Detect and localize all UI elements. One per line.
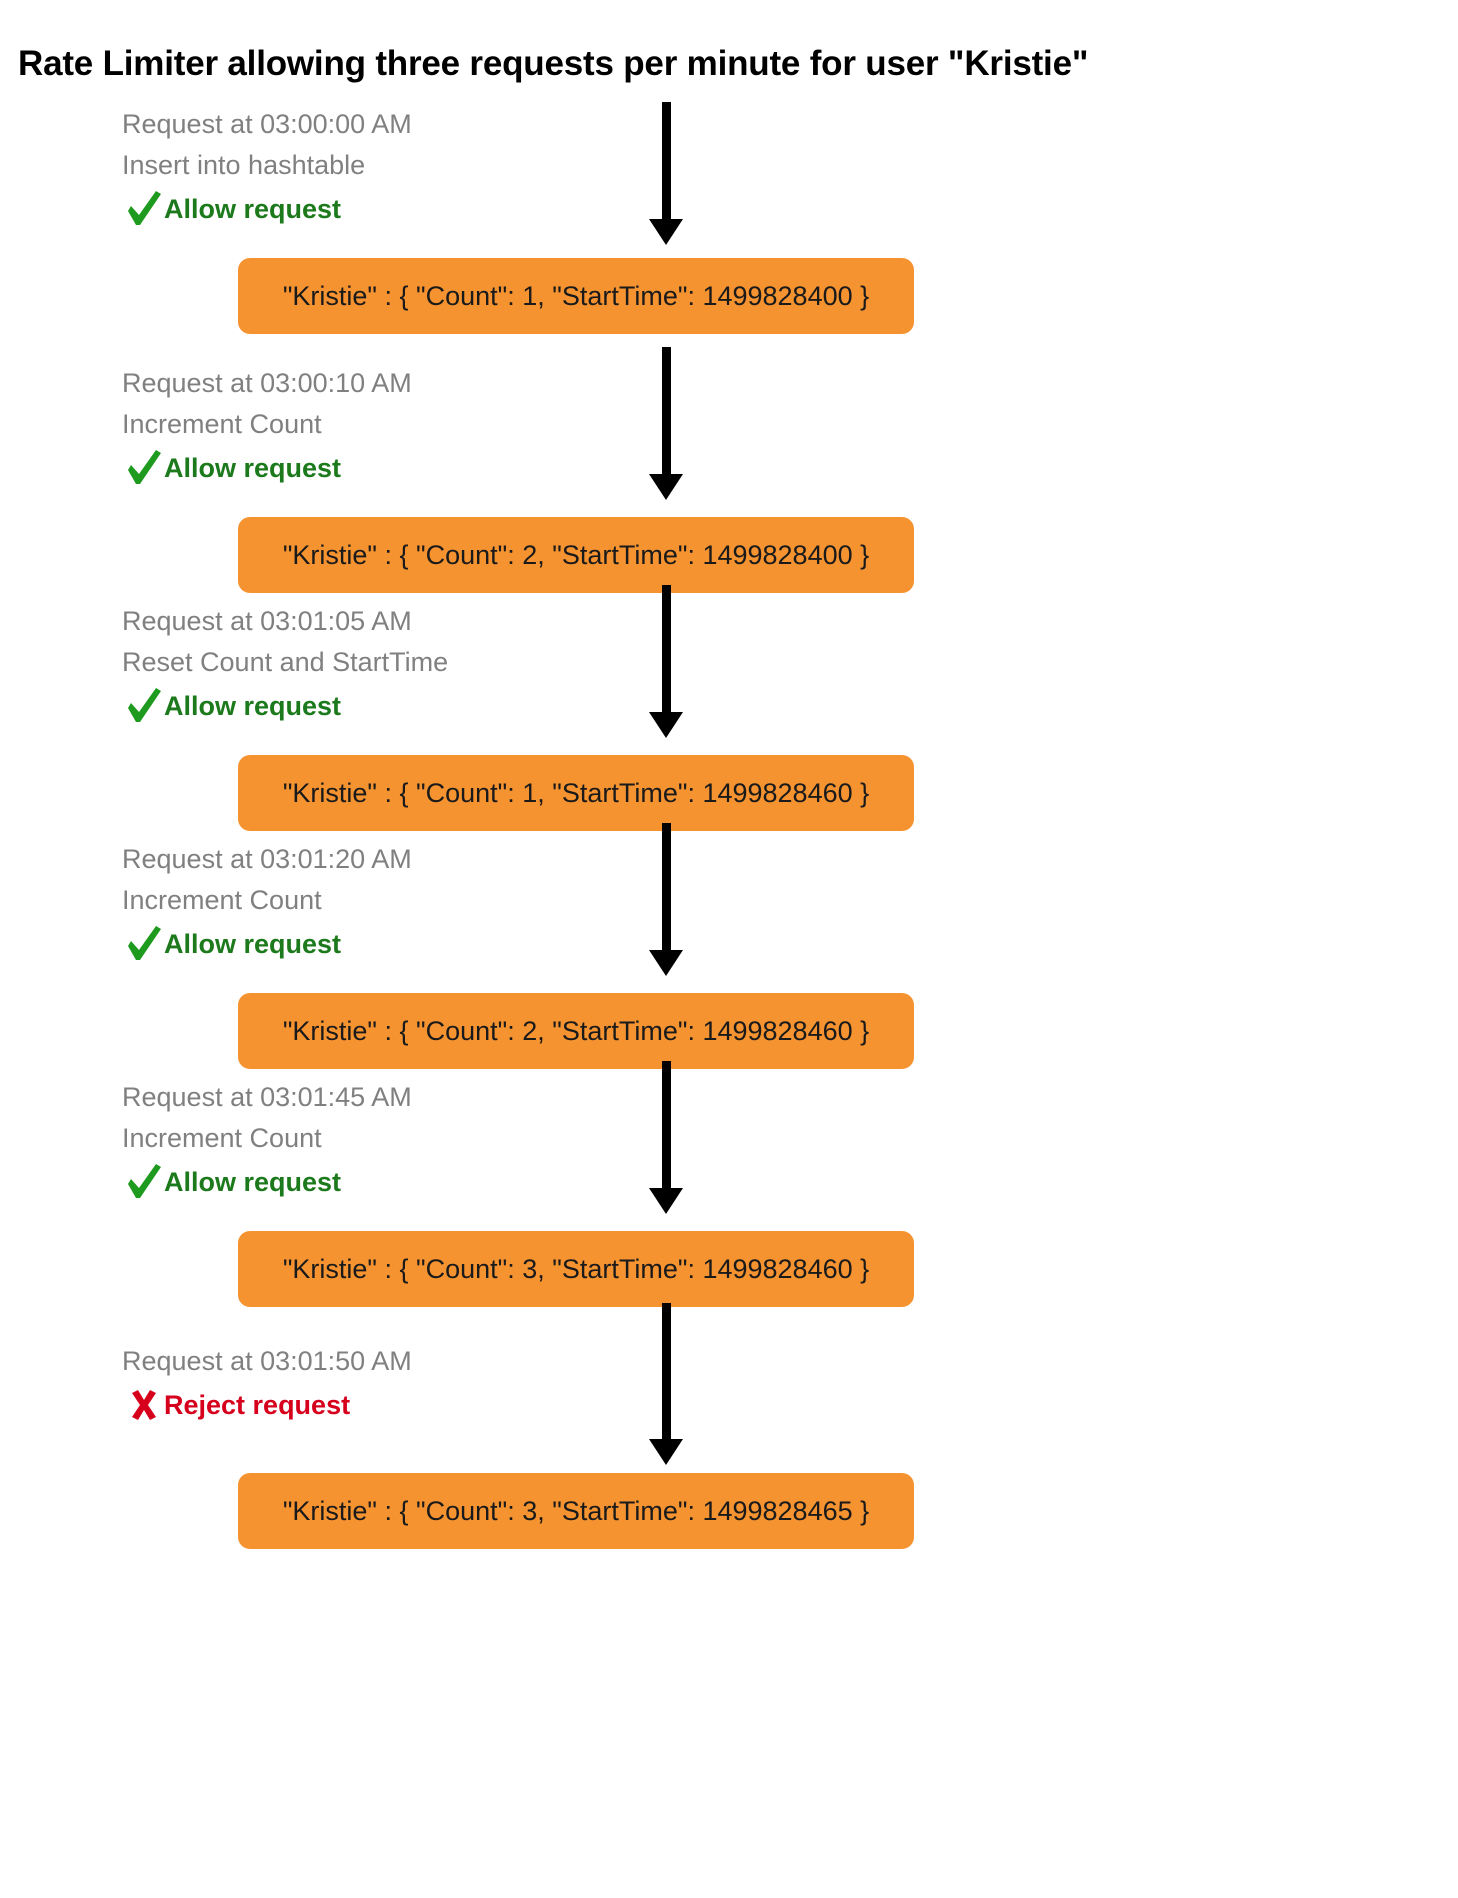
cross-icon [132,1390,156,1420]
verdict-row: Allow request [122,922,582,966]
verdict-row: Reject request [122,1383,582,1427]
check-icon [128,191,161,225]
verdict-row: Allow request [122,684,582,728]
flow-arrow [649,823,683,976]
arrow-head [649,1188,683,1214]
action-description-line: Increment Count [122,409,322,439]
request-timestamp-line: Request at 03:01:05 AM [122,606,412,636]
page-title: Rate Limiter allowing three requests per… [18,44,1089,83]
hashtable-state-box: "Kristie" : { "Count": 3, "StartTime": 1… [238,1231,914,1307]
request-timestamp-line: Request at 03:01:45 AM [122,1082,412,1112]
flow-arrow [649,585,683,738]
hashtable-state-box: "Kristie" : { "Count": 3, "StartTime": 1… [238,1473,914,1549]
arrow-shaft [661,1061,671,1189]
arrow-shaft [661,102,671,220]
flow-arrow [649,347,683,500]
request-timestamp-line: Request at 03:00:10 AM [122,368,412,398]
arrow-shaft [661,823,671,951]
arrow-head [649,474,683,500]
request-timestamp-line: Request at 03:01:50 AM [122,1346,412,1376]
flow-arrow [649,1303,683,1465]
arrow-shaft [661,585,671,713]
verdict-label: Allow request [164,193,342,224]
hashtable-state-text: "Kristie" : { "Count": 2, "StartTime": 1… [282,539,870,570]
arrow-head [649,712,683,738]
arrow-shaft [661,1303,671,1440]
step-annotation: Request at 03:01:05 AM Reset Count and St… [122,601,582,728]
check-icon [128,926,161,960]
action-description-line: Increment Count [122,1123,322,1153]
step-annotation: Request at 03:01:50 AM Reject request [122,1341,582,1427]
arrow-head [649,219,683,245]
check-icon [128,450,161,484]
verdict-row: Allow request [122,446,582,490]
hashtable-state-box: "Kristie" : { "Count": 1, "StartTime": 1… [238,258,914,334]
verdict-row: Allow request [122,1160,582,1204]
hashtable-state-box: "Kristie" : { "Count": 2, "StartTime": 1… [238,517,914,593]
request-timestamp-line: Request at 03:01:20 AM [122,844,412,874]
hashtable-state-text: "Kristie" : { "Count": 3, "StartTime": 1… [282,1253,870,1284]
hashtable-state-text: "Kristie" : { "Count": 1, "StartTime": 1… [282,280,870,311]
hashtable-state-text: "Kristie" : { "Count": 1, "StartTime": 1… [282,777,870,808]
arrow-head [649,1439,683,1465]
step-annotation: Request at 03:00:00 AM Insert into hashta… [122,104,582,231]
hashtable-state-box: "Kristie" : { "Count": 1, "StartTime": 1… [238,755,914,831]
arrow-head [649,950,683,976]
action-description-line: Insert into hashtable [122,150,366,180]
flow-arrow [649,102,683,245]
flow-arrow [649,1061,683,1214]
request-timestamp-line: Request at 03:00:00 AM [122,109,412,139]
hashtable-state-box: "Kristie" : { "Count": 2, "StartTime": 1… [238,993,914,1069]
action-description-line: Increment Count [122,885,322,915]
hashtable-state-text: "Kristie" : { "Count": 3, "StartTime": 1… [282,1495,870,1526]
check-icon [128,1164,161,1198]
verdict-label: Allow request [164,452,342,483]
action-description-line: Reset Count and StartTime [122,647,449,677]
hashtable-state-text: "Kristie" : { "Count": 2, "StartTime": 1… [282,1015,870,1046]
verdict-label: Allow request [164,928,342,959]
verdict-label: Allow request [164,1166,342,1197]
arrow-shaft [661,347,671,475]
check-icon [128,688,161,722]
verdict-label: Reject request [164,1389,351,1420]
verdict-label: Allow request [164,690,342,721]
verdict-row: Allow request [122,187,582,231]
